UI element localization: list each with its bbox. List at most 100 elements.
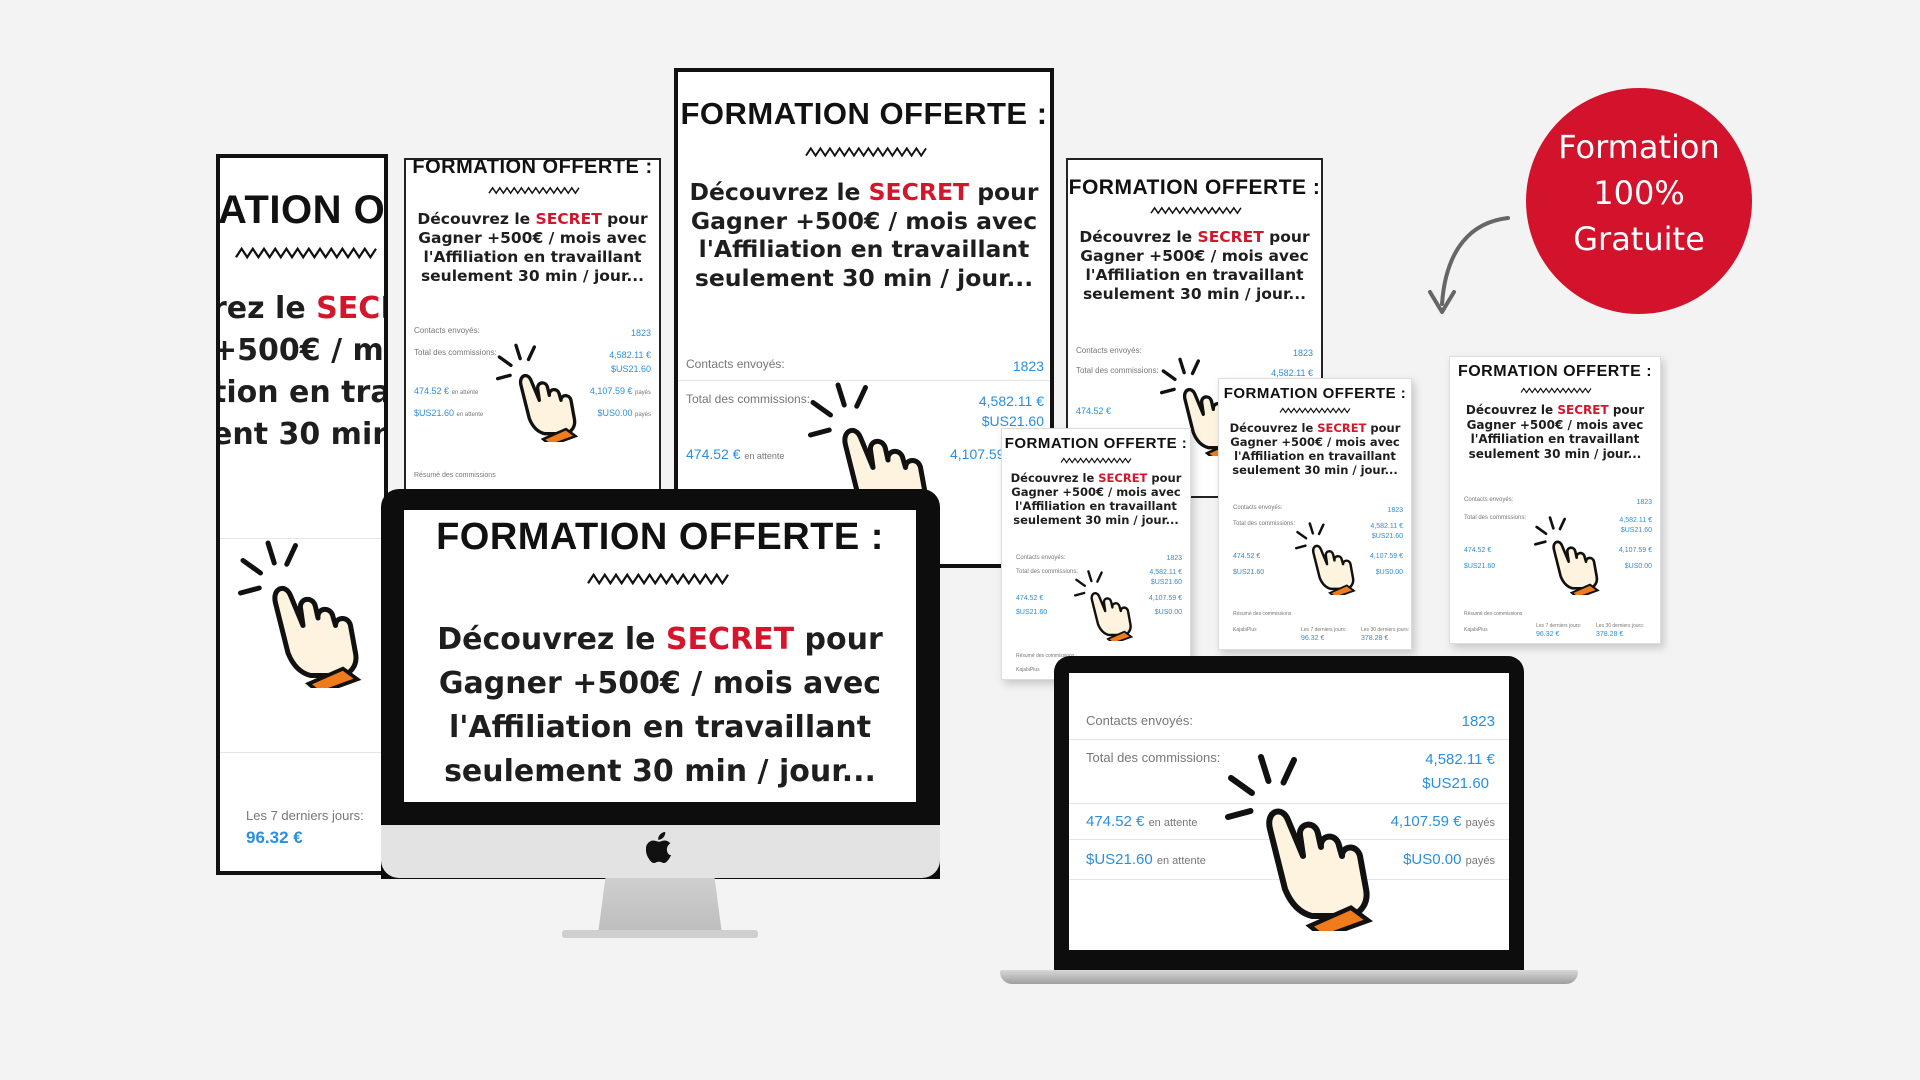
contacts-value: 1823 [1461, 713, 1495, 730]
page-center: FORMATION OFFERTE : Découvrez le SECRET … [674, 68, 1054, 568]
commissions-usd: $US21.60 [1422, 775, 1489, 792]
pointer-hand-icon [1074, 569, 1146, 641]
zigzag-divider [1140, 206, 1252, 215]
page-title: FORMATION OFFERTE : [680, 96, 1048, 131]
commissions-eur: 4,582.11 € [1271, 368, 1313, 378]
commissions-usd: $US21.60 [1620, 527, 1652, 534]
pending-eur: 474.52 € [1016, 595, 1044, 602]
cropped-page-left: ATION OFF rez le SECRE +500€ / mo tion e… [216, 154, 388, 875]
paid-eur: 4,107.59 € [1369, 553, 1403, 560]
pending-usd: $US21.60 [1233, 569, 1265, 576]
paid-usd: $US0.00 payés [1403, 851, 1495, 868]
divider [220, 752, 384, 753]
contacts-label: Contacts envoyés: [1076, 346, 1142, 355]
headline: Découvrez le SECRET pour Gagner +500€ / … [1465, 403, 1645, 461]
commissions-eur: 4,582.11 € [978, 393, 1044, 409]
last7-value: 96.32 € [246, 828, 303, 847]
paid-eur: 4,107.59 € payés [589, 386, 651, 396]
last7-label: Les 7 derniers jours: [246, 808, 364, 823]
page-small-c: FORMATION OFFERTE : Découvrez le SECRET … [1449, 356, 1661, 644]
pointer-hand-icon [238, 538, 388, 688]
imac-base [562, 930, 758, 938]
page-title: FORMATION OFFERTE : [436, 516, 884, 558]
pointer-hand-icon [1295, 521, 1369, 595]
paid-usd: $US0.00 [1375, 569, 1403, 576]
zigzag-divider [1516, 387, 1596, 394]
page-title: FORMATION OFFERTE : [1457, 363, 1653, 380]
divider [220, 538, 384, 539]
summary-label: Résumé des commissions [1233, 611, 1292, 617]
contacts-label: Contacts envoyés: [1016, 555, 1066, 561]
page-title: FORMATION OFFERTE : [412, 158, 653, 178]
imac-screen: FORMATION OFFERTE : Découvrez le SECRET … [404, 510, 916, 802]
headline: Découvrez le SECRET pour Gagner +500€ / … [1079, 228, 1310, 303]
page-right: FORMATION OFFERTE : Découvrez le SECRET … [1066, 158, 1323, 498]
commissions-eur: 4,582.11 € [1149, 569, 1182, 576]
last30-value: 378.28 € [1596, 631, 1624, 638]
paid-usd: $US0.00 payés [597, 408, 651, 418]
paid-eur: 4,107.59 € [1618, 547, 1652, 554]
last30-label: Les 30 derniers jours: [1596, 623, 1645, 629]
paid-eur: 4,107.59 € [950, 446, 1017, 462]
divider [1069, 739, 1509, 740]
contacts-value: 1823 [1166, 555, 1182, 562]
headline: Découvrez le SECRET pour Gagner +500€ / … [417, 210, 648, 285]
page-title: FORMATION OFFERTE : [1004, 435, 1188, 452]
imac-stand [598, 878, 722, 934]
summary-label: Résumé des commissions [1016, 653, 1075, 659]
page-title: ATION OFF [218, 188, 386, 232]
commissions-label: Total des commissions: [414, 348, 497, 357]
zigzag-divider [782, 146, 950, 158]
commissions-label: Total des commissions: [1086, 750, 1221, 765]
divider [678, 380, 1050, 381]
contacts-value: 1823 [1012, 358, 1044, 374]
pointer-hand-icon [496, 342, 596, 442]
laptop-screen: Contacts envoyés: 1823 Total des commiss… [1069, 673, 1509, 950]
headline: Découvrez le SECRET pour Gagner +500€ / … [437, 622, 883, 789]
paid-eur: 4,107.59 € [1148, 595, 1182, 602]
pending-eur: 474.52 € en attente [1086, 813, 1198, 830]
headline: rez le SECRE +500€ / mo tion en trav ent… [216, 291, 388, 452]
commissions-eur: 4,582.11 € [1619, 517, 1652, 524]
program-label: KajabiPlus [1233, 627, 1257, 633]
pointer-hand-icon [1225, 751, 1405, 931]
contacts-value: 1823 [1292, 348, 1313, 358]
last7-value: 96.32 € [1536, 631, 1560, 638]
commissions-usd: $US21.60 [1371, 533, 1403, 540]
program-label: KajabiPlus [1464, 627, 1488, 633]
pending-eur: 474.52 € [1464, 547, 1492, 554]
commissions-label: Total des commissions: [686, 392, 811, 406]
commissions-label: Total des commissions: [1233, 521, 1296, 527]
contacts-value: 1823 [1387, 507, 1403, 514]
page-small-b: FORMATION OFFERTE : Découvrez le SECRET … [1218, 378, 1412, 650]
headline: Découvrez le SECRET pour Gagner +500€ / … [1010, 471, 1182, 528]
commissions-eur: 4,582.11 € [1370, 523, 1403, 530]
last7-label: Les 7 derniers jours: [1536, 623, 1582, 629]
page-second: FORMATION OFFERTE : Découvrez le SECRET … [404, 158, 661, 498]
pending-usd: $US21.60 en attente [414, 408, 484, 418]
commissions-label: Total des commissions: [1076, 366, 1159, 375]
commissions-usd: $US21.60 [610, 364, 651, 374]
pointer-hand-icon [1534, 515, 1614, 595]
laptop-base [1000, 970, 1578, 984]
badge-text: Formation 100% Gratuite [1558, 128, 1720, 258]
paid-usd: $US0.00 [1624, 563, 1652, 570]
last7-value: 96.32 € [1301, 635, 1325, 642]
page-title: FORMATION OFFERTE : [1223, 385, 1407, 402]
contacts-value: 1823 [1636, 499, 1652, 506]
pending-usd: $US21.60 en attente [1086, 851, 1206, 868]
contacts-label: Contacts envoyés: [1464, 497, 1514, 503]
zigzag-divider [547, 572, 769, 586]
zigzag-divider [1277, 407, 1353, 414]
contacts-label: Contacts envoyés: [414, 326, 480, 335]
page-title: FORMATION OFFERTE : [1068, 176, 1321, 199]
last7-label: Les 7 derniers jours: [1301, 627, 1347, 633]
pending-eur: 474.52 € [1233, 553, 1261, 560]
divider [1069, 803, 1509, 804]
paid-usd: $US0.00 [1154, 609, 1182, 616]
pending-eur: 474.52 € en attente [686, 446, 785, 462]
contacts-label: Contacts envoyés: [686, 357, 785, 371]
commissions-label: Total des commissions: [1016, 569, 1079, 575]
page-small-a: FORMATION OFFERTE : Découvrez le SECRET … [1001, 428, 1191, 680]
summary-label: Résumé des commissions [414, 472, 496, 479]
